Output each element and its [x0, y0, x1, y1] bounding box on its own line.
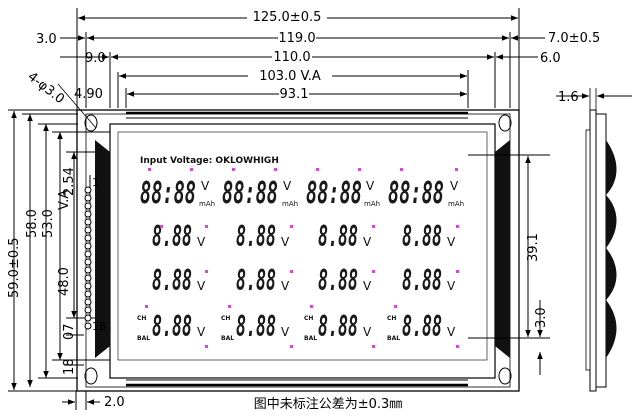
- dim-height-va: V.A: [57, 190, 72, 210]
- small-digit-row-3: 8.88 8.88 8.88 8.88 V V V V: [152, 264, 456, 297]
- dim-hole-offset: 4.90: [74, 87, 103, 102]
- dim-hole-spec: 4-φ3.0: [25, 69, 68, 107]
- small-digit-row-2: 8.88 8.88 8.88 8.88 V V V V: [152, 220, 456, 253]
- svg-text:V: V: [197, 279, 206, 293]
- right-connector: [495, 140, 510, 358]
- unit-mah-1: mAh: [199, 200, 215, 208]
- svg-text:V: V: [281, 235, 290, 249]
- svg-text:V: V: [281, 325, 290, 339]
- dim-thickness: 1.6: [558, 90, 579, 105]
- svg-text:8.88: 8.88: [236, 264, 276, 297]
- dim-pixel-width: 93.1: [280, 87, 309, 102]
- dim-pin-pitch: 2.54: [62, 167, 77, 196]
- dim-view-width: 110.0: [273, 50, 310, 65]
- dim-height-53: 53.0: [41, 209, 56, 238]
- small-digit-row-4: 8.88 8.88 8.88 8.88 V V V V: [152, 310, 456, 343]
- unit-v-3: V: [366, 179, 375, 193]
- svg-text:BAL: BAL: [137, 335, 150, 342]
- unit-v-2: V: [283, 179, 292, 193]
- dim-left-offset-9: 9.0: [85, 51, 106, 66]
- mounting-hole-br: [498, 367, 512, 385]
- dim-right-3: 3.0: [534, 307, 549, 328]
- segment-markers: [145, 168, 459, 348]
- big-digit-1: 88:88: [140, 176, 196, 211]
- left-connector: [95, 140, 110, 358]
- big-digit-3: 88:88: [306, 176, 362, 211]
- unit-mah-3: mAh: [364, 200, 380, 208]
- svg-text:V: V: [197, 325, 206, 339]
- svg-text:8.88: 8.88: [152, 310, 192, 343]
- mounting-hole-tr: [498, 114, 512, 132]
- svg-text:8.88: 8.88: [318, 220, 358, 253]
- svg-text:V: V: [363, 325, 372, 339]
- svg-text:8.88: 8.88: [152, 220, 192, 253]
- unit-v-1: V: [201, 179, 210, 193]
- unit-v-4: V: [450, 179, 459, 193]
- unit-mah-2: mAh: [282, 200, 298, 208]
- dim-bottom-2: 2.0: [104, 395, 125, 410]
- svg-text:BAL: BAL: [387, 335, 400, 342]
- side-view: [556, 88, 632, 392]
- big-digit-4: 88:88: [388, 176, 444, 211]
- dim-active-width: 103.0 V.A: [259, 69, 321, 84]
- dim-bottom-18: 18: [62, 358, 77, 375]
- ch-bal-labels: CH BAL CH BAL CH BAL CH BAL: [137, 315, 400, 342]
- left-dimensions: [8, 109, 110, 392]
- svg-text:CH: CH: [387, 315, 396, 322]
- pin-label-18: 18: [92, 320, 106, 333]
- svg-text:8.88: 8.88: [402, 264, 442, 297]
- svg-text:CH: CH: [304, 315, 313, 322]
- big-digit-2: 88:88: [222, 176, 278, 211]
- unit-mah-4: mAh: [448, 200, 464, 208]
- svg-text:8.88: 8.88: [318, 310, 358, 343]
- svg-text:8.88: 8.88: [152, 264, 192, 297]
- dim-window-width: 119.0: [278, 31, 315, 46]
- svg-text:BAL: BAL: [221, 335, 234, 342]
- bottom-dimension: [62, 391, 100, 410]
- svg-text:V: V: [363, 235, 372, 249]
- dim-right-39: 39.1: [526, 233, 541, 262]
- svg-text:8.88: 8.88: [402, 220, 442, 253]
- dim-right-offset-6: 6.0: [540, 51, 561, 66]
- hole-leader: [57, 83, 97, 129]
- dim-overall-height: 59.0±0.5: [7, 237, 22, 298]
- left-dimension-labels: 59.0±0.5 58.0 53.0 V.A 48.0 2.54 07 18: [7, 167, 77, 375]
- pin-header: [84, 186, 92, 330]
- svg-text:BAL: BAL: [304, 335, 317, 342]
- lcd-header: Input Voltage: OKLOWHIGH: [140, 156, 279, 166]
- svg-text:8.88: 8.88: [402, 310, 442, 343]
- svg-text:CH: CH: [221, 315, 230, 322]
- svg-text:8.88: 8.88: [236, 220, 276, 253]
- dim-left-offset-3: 3.0: [36, 32, 57, 47]
- svg-text:CH: CH: [137, 315, 146, 322]
- svg-text:8.88: 8.88: [318, 264, 358, 297]
- mounting-hole-bl: [84, 367, 98, 385]
- svg-text:V: V: [447, 235, 456, 249]
- dim-overall-width: 125.0±0.5: [253, 10, 322, 25]
- svg-text:8.88: 8.88: [236, 310, 276, 343]
- dim-bottom-07: 07: [62, 323, 77, 340]
- svg-text:V: V: [447, 279, 456, 293]
- svg-text:V: V: [447, 325, 456, 339]
- dim-height-58: 58.0: [25, 209, 40, 238]
- module-outline: [76, 109, 520, 392]
- svg-text:V: V: [363, 279, 372, 293]
- svg-text:V: V: [281, 279, 290, 293]
- dim-height-48: 48.0: [57, 267, 72, 296]
- top-dimension-labels: 125.0±0.5 119.0 110.0 103.0 V.A 93.1 3.0…: [25, 8, 600, 107]
- svg-text:V: V: [197, 235, 206, 249]
- tolerance-note: 图中未标注公差为±0.3㎜: [254, 397, 403, 412]
- lcd-segments: Input Voltage: OKLOWHIGH 88:88 88:88 88:…: [137, 156, 464, 348]
- pin-label-1: 1: [92, 176, 99, 189]
- mounting-hole-tl: [84, 114, 98, 132]
- right-inner-dimensions: [468, 154, 550, 375]
- dim-right-offset-7: 7.0±0.5: [548, 31, 600, 46]
